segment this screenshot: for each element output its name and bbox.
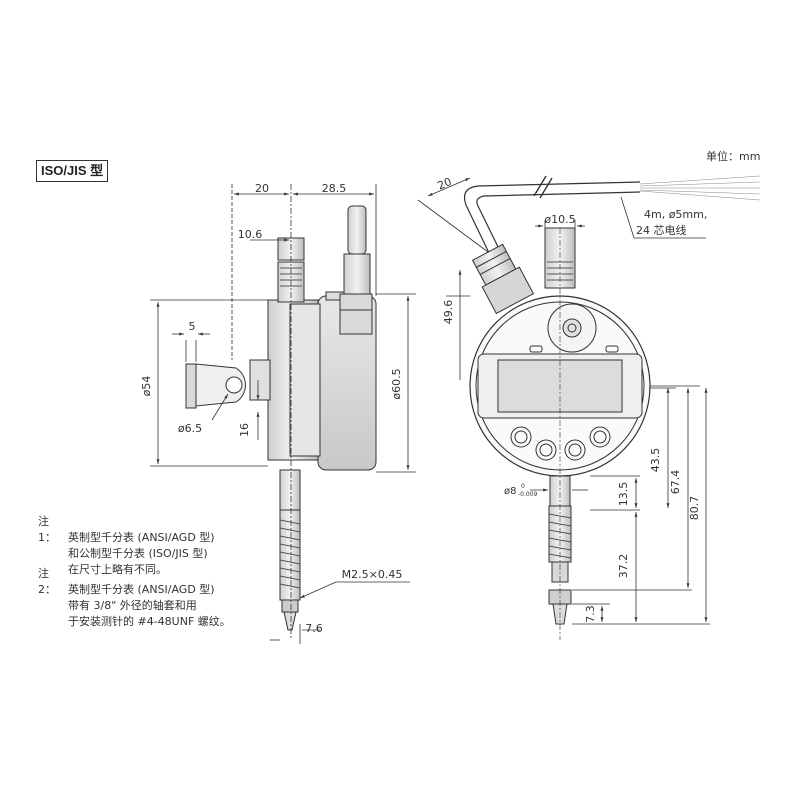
note-1-line-2: 和公制型千分表 (ISO/JIS 型) (68, 547, 208, 560)
button-3 (564, 439, 586, 461)
cable-note-line2: 24 芯电线 (636, 223, 687, 237)
note-1-tag: 注 1： (38, 515, 56, 544)
dim-cable-20: 20 (436, 175, 454, 192)
front-view (463, 175, 761, 640)
side-dimensions (150, 184, 416, 644)
dim-28-5: 28.5 (322, 182, 347, 195)
front-dimensions (417, 177, 710, 625)
dim-13-5: 13.5 (617, 482, 630, 507)
side-cable-plug (347, 205, 367, 255)
dim-5: 5 (189, 320, 196, 333)
dim-16: 16 (238, 423, 251, 437)
dim-8: ø8 (504, 486, 516, 497)
unit-label: 单位：mm (706, 150, 761, 163)
dim-43-5: 43.5 (649, 448, 662, 473)
cable-note-line1: 4m, ø5mm, (644, 208, 707, 221)
note-2-tag: 注 2： (38, 567, 56, 596)
side-stem (279, 469, 301, 511)
note-1: 注 1： 英制型千分表 (ANSI/AGD 型) 和公制型千分表 (ISO/JIS… (38, 514, 215, 578)
note-2-line-2: 带有 3/8" 外径的轴套和用 (68, 599, 197, 612)
dim-10-5: ø10.5 (544, 213, 575, 226)
dim-20: 20 (255, 182, 269, 195)
dim-7-6: 7.6 (305, 622, 323, 635)
dim-6-5: ø6.5 (178, 422, 202, 435)
lug-side (185, 363, 197, 409)
note-2-line-3: 于安装测针的 #4-48UNF 螺纹。 (68, 615, 231, 628)
button-2 (535, 439, 557, 461)
dim-37-2: 37.2 (617, 554, 630, 579)
dim-49-6: 49.6 (442, 300, 455, 325)
dim-60-5: ø60.5 (390, 368, 403, 399)
note-2-line-1: 英制型千分表 (ANSI/AGD 型) (68, 583, 215, 596)
dim-m2-5: M2.5×0.45 (342, 568, 403, 581)
side-view (185, 205, 377, 631)
dim-54: ø54 (140, 376, 153, 397)
note-1-line-1: 英制型千分表 (ANSI/AGD 型) (68, 531, 215, 544)
button-1 (510, 426, 532, 448)
dim-7-3: 7.3 (584, 605, 597, 623)
dim-8-tol-upper: 0 (521, 483, 525, 490)
note-1-line-3: 在尺寸上略有不同。 (68, 563, 167, 576)
dim-67-4: 67.4 (669, 470, 682, 495)
dim-10-6: 10.6 (238, 228, 263, 241)
button-4 (589, 426, 611, 448)
lug-hole (225, 376, 243, 394)
note-2: 注 2：英制型千分表 (ANSI/AGD 型) 带有 3/8" 外径的轴套和用 … (38, 566, 231, 630)
model-type-label: ISO/JIS 型 (36, 160, 109, 182)
dim-8-tol-lower: -0.009 (518, 491, 538, 498)
dim-80-7: 80.7 (688, 496, 701, 521)
